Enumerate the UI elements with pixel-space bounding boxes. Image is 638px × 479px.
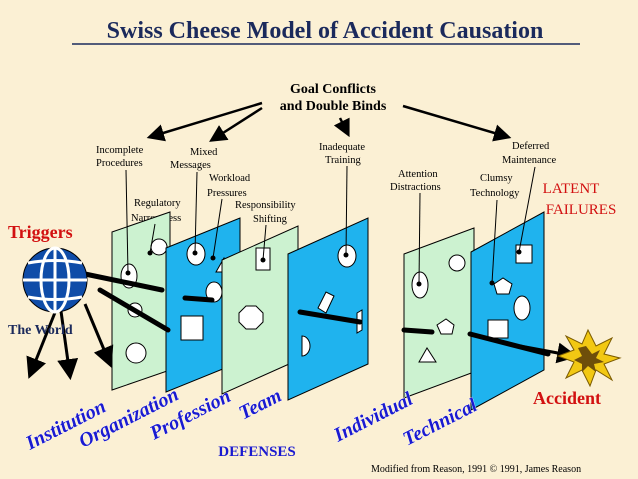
latent-failures-line1: LATENT [543, 181, 600, 197]
panel-individual [403, 227, 475, 399]
layer-label-team: Team [235, 385, 285, 425]
label-deferred-maintenance-1: Deferred [512, 141, 550, 152]
label-inadequate-training-1: Inadequate [319, 142, 365, 153]
arrow-to-mixed-messages [209, 106, 263, 142]
the-world-label: The World [8, 323, 73, 338]
label-deferred-maintenance-2: Maintenance [502, 155, 557, 166]
label-clumsy-technology-1: Clumsy [480, 173, 513, 184]
factor-pointer-lines [125, 165, 536, 285]
globe-icon [22, 246, 88, 314]
label-regulatory-narrowness-1: Regulatory [134, 198, 181, 209]
goal-conflicts-line2: and Double Binds [280, 99, 387, 114]
source-credit: Modified from Reason, 1991 © 1991, James… [371, 464, 581, 475]
label-workload-pressures-2: Pressures [207, 188, 247, 199]
goal-conflicts-label: Goal Conflicts and Double Binds [280, 82, 387, 114]
arrow-to-deferred-maintenance [402, 104, 512, 142]
page-title: Swiss Cheese Model of Accident Causation [107, 18, 544, 44]
arrow-to-incomplete-procedures [146, 101, 263, 142]
goal-conflict-arrows [146, 101, 512, 142]
label-responsibility-shifting-2: Shifting [253, 214, 288, 225]
label-responsibility-shifting-1: Responsibility [235, 200, 296, 211]
panel-technical [470, 211, 545, 411]
panel-institution [111, 211, 171, 391]
label-mixed-messages-1: Mixed [190, 147, 218, 158]
explosion-icon [556, 328, 622, 388]
accident-label: Accident [533, 388, 601, 408]
label-clumsy-technology-2: Technology [470, 188, 520, 199]
label-attention-distractions-1: Attention [398, 169, 438, 180]
arrow-to-inadequate-training [333, 117, 350, 138]
label-workload-pressures-1: Workload [209, 173, 251, 184]
goal-conflicts-line1: Goal Conflicts [290, 82, 376, 97]
triggers-label: Triggers [8, 222, 73, 242]
label-incomplete-procedures-1: Incomplete [96, 145, 144, 156]
label-attention-distractions-2: Distractions [390, 182, 441, 193]
latent-failures-line2: FAILURES [546, 202, 617, 218]
defenses-label: DEFENSES [218, 444, 296, 460]
label-inadequate-training-2: Training [325, 155, 362, 166]
trajectory-arrows [82, 271, 551, 357]
label-mixed-messages-2: Messages [170, 160, 211, 171]
panel-team [287, 217, 369, 401]
label-incomplete-procedures-2: Procedures [96, 158, 143, 169]
